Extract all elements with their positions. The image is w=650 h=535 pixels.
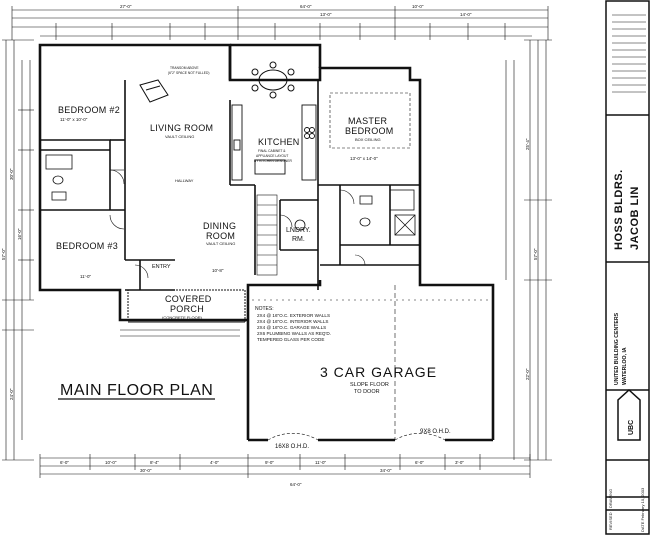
dim-bottom-overall: 64'-0" xyxy=(290,482,302,487)
interior-walls xyxy=(40,80,420,291)
right-dimension-lines xyxy=(505,39,552,461)
stairs xyxy=(256,194,278,276)
fireplace xyxy=(139,79,169,103)
label-garage-door-left: 16X8 O.H.D. xyxy=(275,444,309,450)
dim-bottom-a: 30'-0" xyxy=(140,468,152,473)
dim-bottom-h: 11'-0" xyxy=(315,460,327,465)
label-laundry: LNDRY. xyxy=(286,227,311,234)
notes-block: NOTES: 2X4 @ 16"O.C. EXTERIOR WALLS 2X4 … xyxy=(255,306,331,342)
kitchen-counters xyxy=(231,104,317,181)
ubc-logo-mark xyxy=(617,388,641,441)
label-garage-door-right: 9X8 O.H.D. xyxy=(420,429,451,435)
company-location: WATERLOO, IA xyxy=(622,347,628,385)
label-kitchen: KITCHEN xyxy=(258,137,300,147)
dim-bottom-f: 4'-0" xyxy=(210,460,219,465)
note-line: 2X4 @ 16"O.C. EXTERIOR WALLS xyxy=(257,313,330,318)
label-bedroom-3-size: 11'-0" xyxy=(80,274,92,279)
label-bedroom-2: BEDROOM #2 xyxy=(58,105,120,115)
label-transom-2: (6"2" SPACE NOT FULLED) xyxy=(168,71,209,75)
label-dining: DINING xyxy=(203,221,236,231)
bath-fixtures xyxy=(45,154,416,236)
label-dining-room: ROOM xyxy=(206,231,235,241)
label-master-note: BOX CEILING xyxy=(355,137,381,142)
dim-bottom-b: 34'-0" xyxy=(380,468,392,473)
note-line: 2X6 PLUMBING WALLS AS REQ'D. xyxy=(257,331,331,336)
porch-outline xyxy=(127,289,246,323)
label-kitchen-note2: APPLIANCE LAYOUT xyxy=(256,154,288,158)
label-kitchen-note1: FINAL CABINET & xyxy=(258,149,286,153)
label-master-size: 13'-0" x 14'-0" xyxy=(350,156,378,161)
dim-left-overall: 57'-0" xyxy=(1,248,6,260)
porch-steps xyxy=(120,329,240,337)
dim-bottom-j: 3'-0" xyxy=(455,460,464,465)
label-living-room: LIVING ROOM xyxy=(150,123,213,133)
label-kitchen-note3: BY KITCHEN DESIGNER xyxy=(254,159,292,163)
plan-title: MAIN FLOOR PLAN xyxy=(60,382,213,399)
client-name: HOSS BLDRS. xyxy=(613,169,625,250)
dim-bottom-e: 8'-4" xyxy=(150,460,159,465)
label-entry: ENTRY xyxy=(152,264,171,270)
label-garage-note1: SLOPE FLOOR xyxy=(350,382,389,388)
label-transom: TRANSOM ABOVE xyxy=(170,66,199,70)
dim-right-b: 22'-0" xyxy=(525,368,530,380)
revised-label: REVISED xyxy=(608,512,613,530)
note-line: 2X4 @ 16"O.C. INTERIOR WALLS xyxy=(257,319,328,324)
label-porch-note: (CONCRETE FLOOR) xyxy=(162,315,203,320)
label-bedroom-3: BEDROOM #3 xyxy=(56,241,118,251)
label-dining-size: 10'-8" xyxy=(212,268,224,273)
room-labels: BEDROOM #2 11'-0" x 10'-0" LIVING ROOM V… xyxy=(56,66,451,450)
title-block: HOSS BLDRS. JACOB LIN UNITED BUILDING CE… xyxy=(608,169,645,532)
dim-top-c: 10'-0" xyxy=(412,4,424,9)
dim-top-b: 14'-0" xyxy=(460,12,472,17)
label-dining-note: VAULT CEILING xyxy=(206,241,235,246)
ubc-logo-text: UBC xyxy=(628,420,635,435)
client-name-2: JACOB LIN xyxy=(629,186,641,250)
dim-bottom-g: 9'-0" xyxy=(265,460,274,465)
garage-details xyxy=(252,285,490,440)
dim-bottom-i: 6'-0" xyxy=(415,460,424,465)
dim-left-a: 30'-0" xyxy=(9,168,14,180)
top-dimension-lines xyxy=(11,6,549,40)
dim-right-overall: 57'-0" xyxy=(533,248,538,260)
master-box-ceiling xyxy=(329,92,411,149)
title-block-fineprint xyxy=(612,14,646,93)
left-dimension-lines xyxy=(2,39,34,461)
dim-top-overall: 64'-0" xyxy=(300,4,312,9)
bottom-dimension-lines xyxy=(39,454,531,478)
label-garage-note2: TO DOOR xyxy=(354,389,380,395)
dim-top-d: 13'-0" xyxy=(320,12,332,17)
label-master-bedroom: BEDROOM xyxy=(345,126,394,136)
dining-table xyxy=(251,61,295,99)
label-covered: COVERED xyxy=(165,294,212,304)
door-swings xyxy=(109,169,446,441)
label-laundry-rm: RM. xyxy=(292,236,305,243)
label-master: MASTER xyxy=(348,116,388,126)
title-block-frame xyxy=(605,0,650,535)
dim-right-a: 25'-4" xyxy=(525,138,530,150)
note-line: 2X4 @ 16"O.C. GARAGE WALLS xyxy=(257,325,326,330)
dim-bottom-c: 6'-0" xyxy=(60,460,69,465)
label-hallway: HALLWAY xyxy=(175,178,194,183)
label-porch: PORCH xyxy=(170,304,204,314)
dimension-labels: 27'-0" 64'-0" 14'-0" 10'-0" 13'-0" 64'-0… xyxy=(1,4,538,487)
note-line: TEMPERED GLASS PER CODE xyxy=(257,337,324,342)
company-name: UNITED BUILDING CENTERS xyxy=(614,312,620,385)
exterior-walls xyxy=(38,43,495,442)
label-bedroom-2-size: 11'-0" x 10'-0" xyxy=(60,117,88,122)
label-living-note: VAULT CEILING xyxy=(165,134,194,139)
dim-bottom-d: 10'-0" xyxy=(105,460,117,465)
drawing-label: DRAWING xyxy=(608,489,613,508)
label-garage: 3 CAR GARAGE xyxy=(320,364,437,380)
date-label: DATE February 10, 2003 xyxy=(640,487,645,532)
dim-left-c: 24'-0" xyxy=(9,388,14,400)
dim-left-b: 16'-0" xyxy=(17,228,22,240)
dim-top-a: 27'-0" xyxy=(120,4,132,9)
notes-heading: NOTES: xyxy=(255,306,274,312)
